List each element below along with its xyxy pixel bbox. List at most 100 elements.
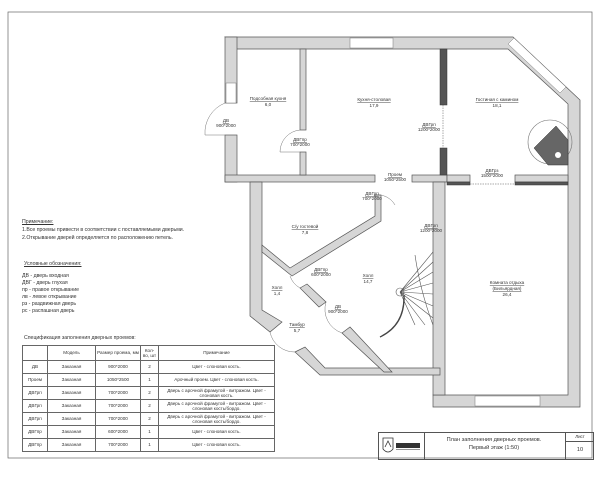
cell: 1 — [140, 425, 159, 439]
door-swing — [374, 194, 396, 206]
wall-billiard-left — [432, 181, 446, 396]
room-area: 18,1 — [493, 103, 502, 108]
door-type: ДВГрз — [485, 168, 498, 173]
room-area: 17,9 — [370, 103, 379, 108]
window — [507, 37, 567, 94]
sheet-box: Лист 10 — [565, 433, 594, 459]
door-type: ДВГрп — [422, 122, 436, 127]
legend-item: рс - распашная дверь — [22, 308, 75, 314]
door-swing — [269, 331, 296, 353]
outer-wall-top-right — [224, 36, 581, 408]
window — [474, 395, 541, 407]
outer-wall-bottom — [294, 346, 441, 376]
room-area: 14,7 — [364, 279, 373, 284]
cell: 1050*2500 — [95, 373, 141, 387]
cell: Заказная — [47, 399, 96, 413]
room-subname: (Бильярдная) — [493, 286, 522, 291]
walls — [224, 36, 581, 408]
cell: 1 — [140, 373, 159, 387]
header-cell: Кол-во, шт — [140, 345, 159, 361]
cell: 700*2000 — [95, 386, 141, 400]
fireplace — [527, 119, 573, 166]
door-size: 1200*2000 — [420, 228, 443, 233]
legend-title: Условные обозначения: — [24, 261, 82, 267]
cell: 1 — [140, 438, 159, 452]
header-cell: Размер проема, мм — [95, 345, 141, 361]
cell: Заказная — [47, 386, 96, 400]
room-name: Холл — [272, 285, 283, 290]
cell: Проем — [22, 373, 48, 387]
door-type: ДВ — [335, 304, 341, 309]
door-labels: ДВ 900*2000 ДВГпр 700*2000 ДВГрп 1200*20… — [216, 118, 503, 314]
spec-title: Спецификация заполнения дверных проемов: — [24, 335, 136, 341]
cell: ДВГпр — [22, 425, 48, 439]
door-type: ДВГпр — [293, 137, 307, 142]
title-line-1: План заполнения дверных проемов. — [446, 437, 542, 443]
title-block: План заполнения дверных проемов. Первый … — [378, 432, 594, 460]
room-name: Холл — [363, 273, 374, 278]
legend-item: рз - раздвижная дверь — [22, 301, 77, 307]
legend-item: пр - правое открывание — [22, 287, 80, 293]
room-labels: Подсобная кухня 6,0 Кухня-столовая 17,9 … — [250, 96, 525, 333]
door-type: ДВГпр — [314, 267, 328, 272]
notes-title: Примечание: — [22, 219, 54, 225]
door-size: 900*2000 — [328, 309, 348, 314]
cell: Цвет - слоновая кость. — [158, 425, 275, 439]
legend-item: лв - левое открывание — [22, 294, 77, 300]
door-size: 700*2000 — [362, 196, 382, 201]
legend-item: ДВ - дверь входная — [22, 273, 69, 279]
outer-wall-left-lower — [249, 181, 283, 333]
cell: ДВГрп — [22, 386, 48, 400]
wall-upper-bottom-2 — [411, 174, 448, 183]
door-swing — [324, 301, 343, 334]
partition-kitchen — [299, 48, 307, 131]
door-size: 600*2000 — [311, 272, 331, 277]
cell: 600*2000 — [95, 425, 141, 439]
cell: Дверь с арочной фрамугой - витражом. Цве… — [158, 399, 275, 413]
note-item: 2.Открывание дверей определяется по расп… — [22, 235, 173, 241]
door-swing — [204, 102, 226, 136]
door-size: 700*2000 — [290, 142, 310, 147]
partition-living-2 — [439, 147, 448, 176]
door-size: 1200*2000 — [418, 127, 441, 132]
cell: ДВГпр — [22, 438, 48, 452]
cell: 700*2000 — [95, 438, 141, 452]
room-name: Тамбур — [289, 322, 305, 327]
logo-emblem-icon — [382, 437, 420, 453]
note-item: 1.Все проемы привести в соответствии с п… — [22, 227, 185, 233]
door-type: ДВГрп — [365, 191, 379, 196]
room-name: Комната отдыха — [490, 280, 525, 285]
door-size: 1500*2000 — [481, 173, 504, 178]
doors-swings — [204, 102, 515, 353]
door-size: 900*2000 — [216, 123, 236, 128]
cell: 900*2000 — [95, 360, 141, 374]
door-swing — [289, 275, 301, 289]
cell: 2 — [140, 386, 159, 400]
cell: 2 — [140, 399, 159, 413]
door-type: ДВГрп — [424, 223, 438, 228]
sheet-number: 10 — [576, 447, 584, 453]
cell: Цвет - слоновая кость. — [158, 438, 275, 452]
staircase — [379, 251, 434, 338]
cell: 700*2000 — [95, 399, 141, 413]
room-name: Гостиная с камином — [476, 97, 519, 102]
title-line-2: Первый этаж (1:50) — [468, 444, 520, 451]
wall-living-bottom — [446, 174, 471, 183]
sheet-label: Лист — [566, 433, 594, 442]
cell: ДВГрп — [22, 399, 48, 413]
wall-hall-diagonal — [341, 326, 393, 373]
wall-living-bottom-2 — [514, 174, 569, 183]
room-name: С/у гостевой — [292, 223, 319, 229]
window — [349, 37, 394, 49]
cell: Заказная — [47, 438, 96, 452]
room-area: 26,4 — [503, 292, 512, 297]
sheet-frame — [7, 11, 593, 459]
drawing-title: План заполнения дверных проемов. Первый … — [425, 437, 563, 452]
header-cell: Модель — [47, 345, 96, 361]
legend-item: ДВГ - дверь глухая — [22, 280, 68, 286]
